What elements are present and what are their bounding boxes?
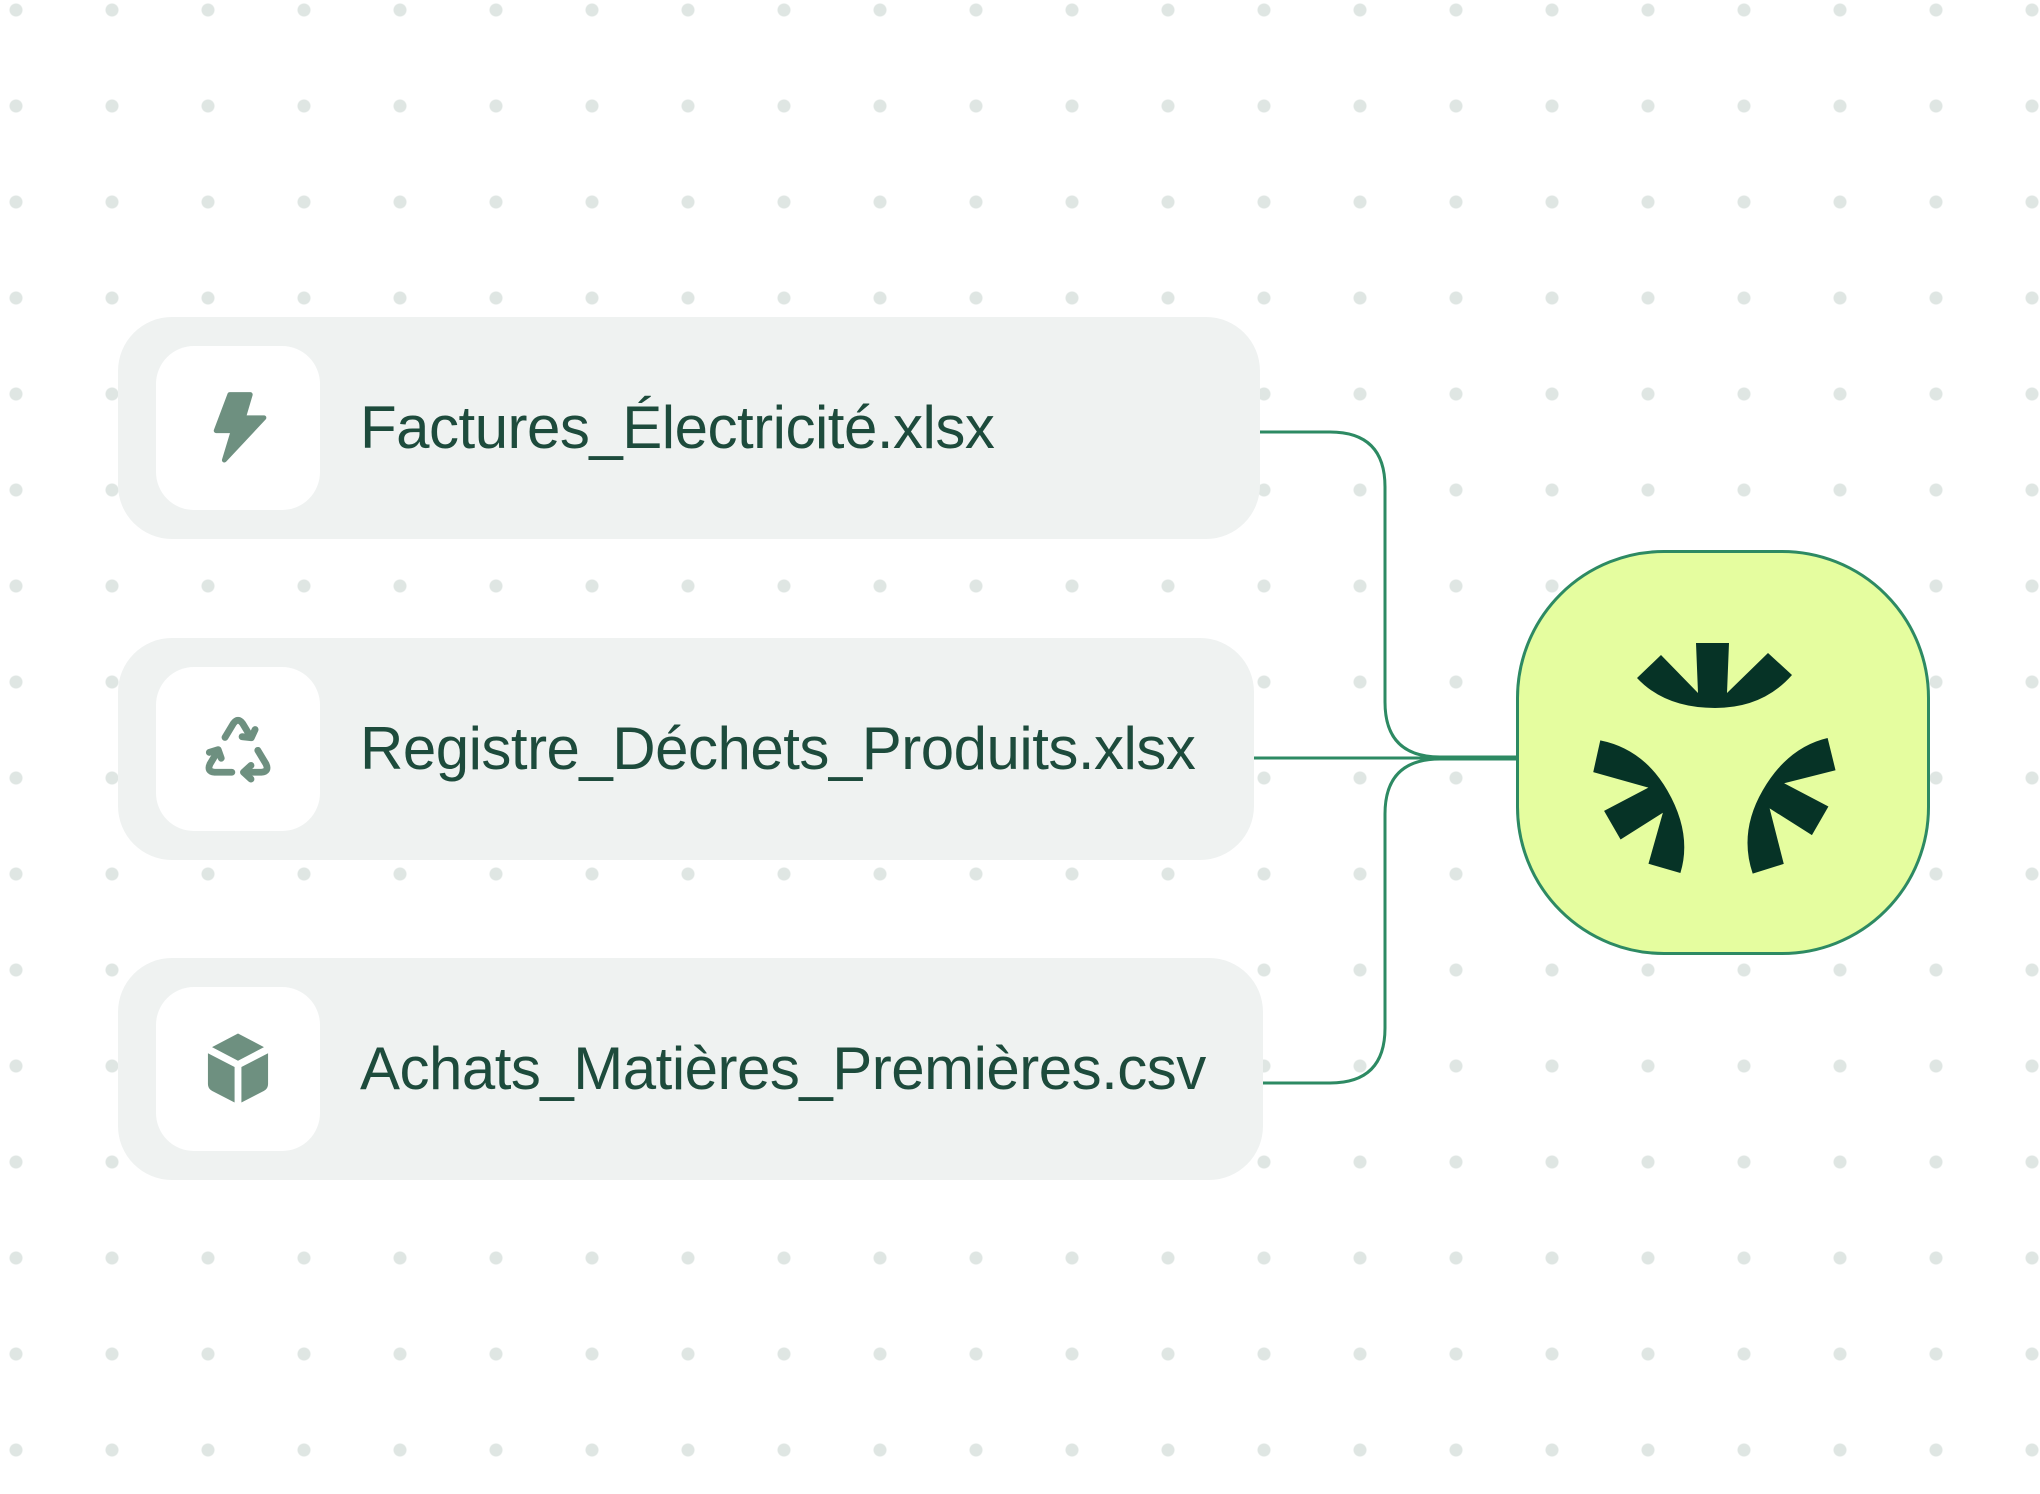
box-icon: [207, 1033, 269, 1103]
file-icon-box: [156, 346, 320, 510]
file-card-electricity[interactable]: Factures_Électricité.xlsx: [118, 317, 1260, 539]
file-icon-box: [156, 667, 320, 831]
file-name: Registre_Déchets_Produits.xlsx: [360, 715, 1196, 782]
file-name: Factures_Électricité.xlsx: [360, 394, 995, 461]
file-card-waste[interactable]: Registre_Déchets_Produits.xlsx: [118, 638, 1254, 860]
file-icon-box: [156, 987, 320, 1151]
connector-electricity: [1260, 430, 1516, 759]
file-name: Achats_Matières_Premières.csv: [360, 1035, 1206, 1102]
recycle-icon: [205, 716, 271, 783]
processing-hub[interactable]: [1516, 550, 1930, 955]
connector-materials: [1263, 757, 1516, 1085]
file-card-materials[interactable]: Achats_Matières_Premières.csv: [118, 958, 1263, 1180]
brand-logo-icon: [1593, 642, 1836, 874]
lightning-bolt-icon: [213, 392, 267, 463]
